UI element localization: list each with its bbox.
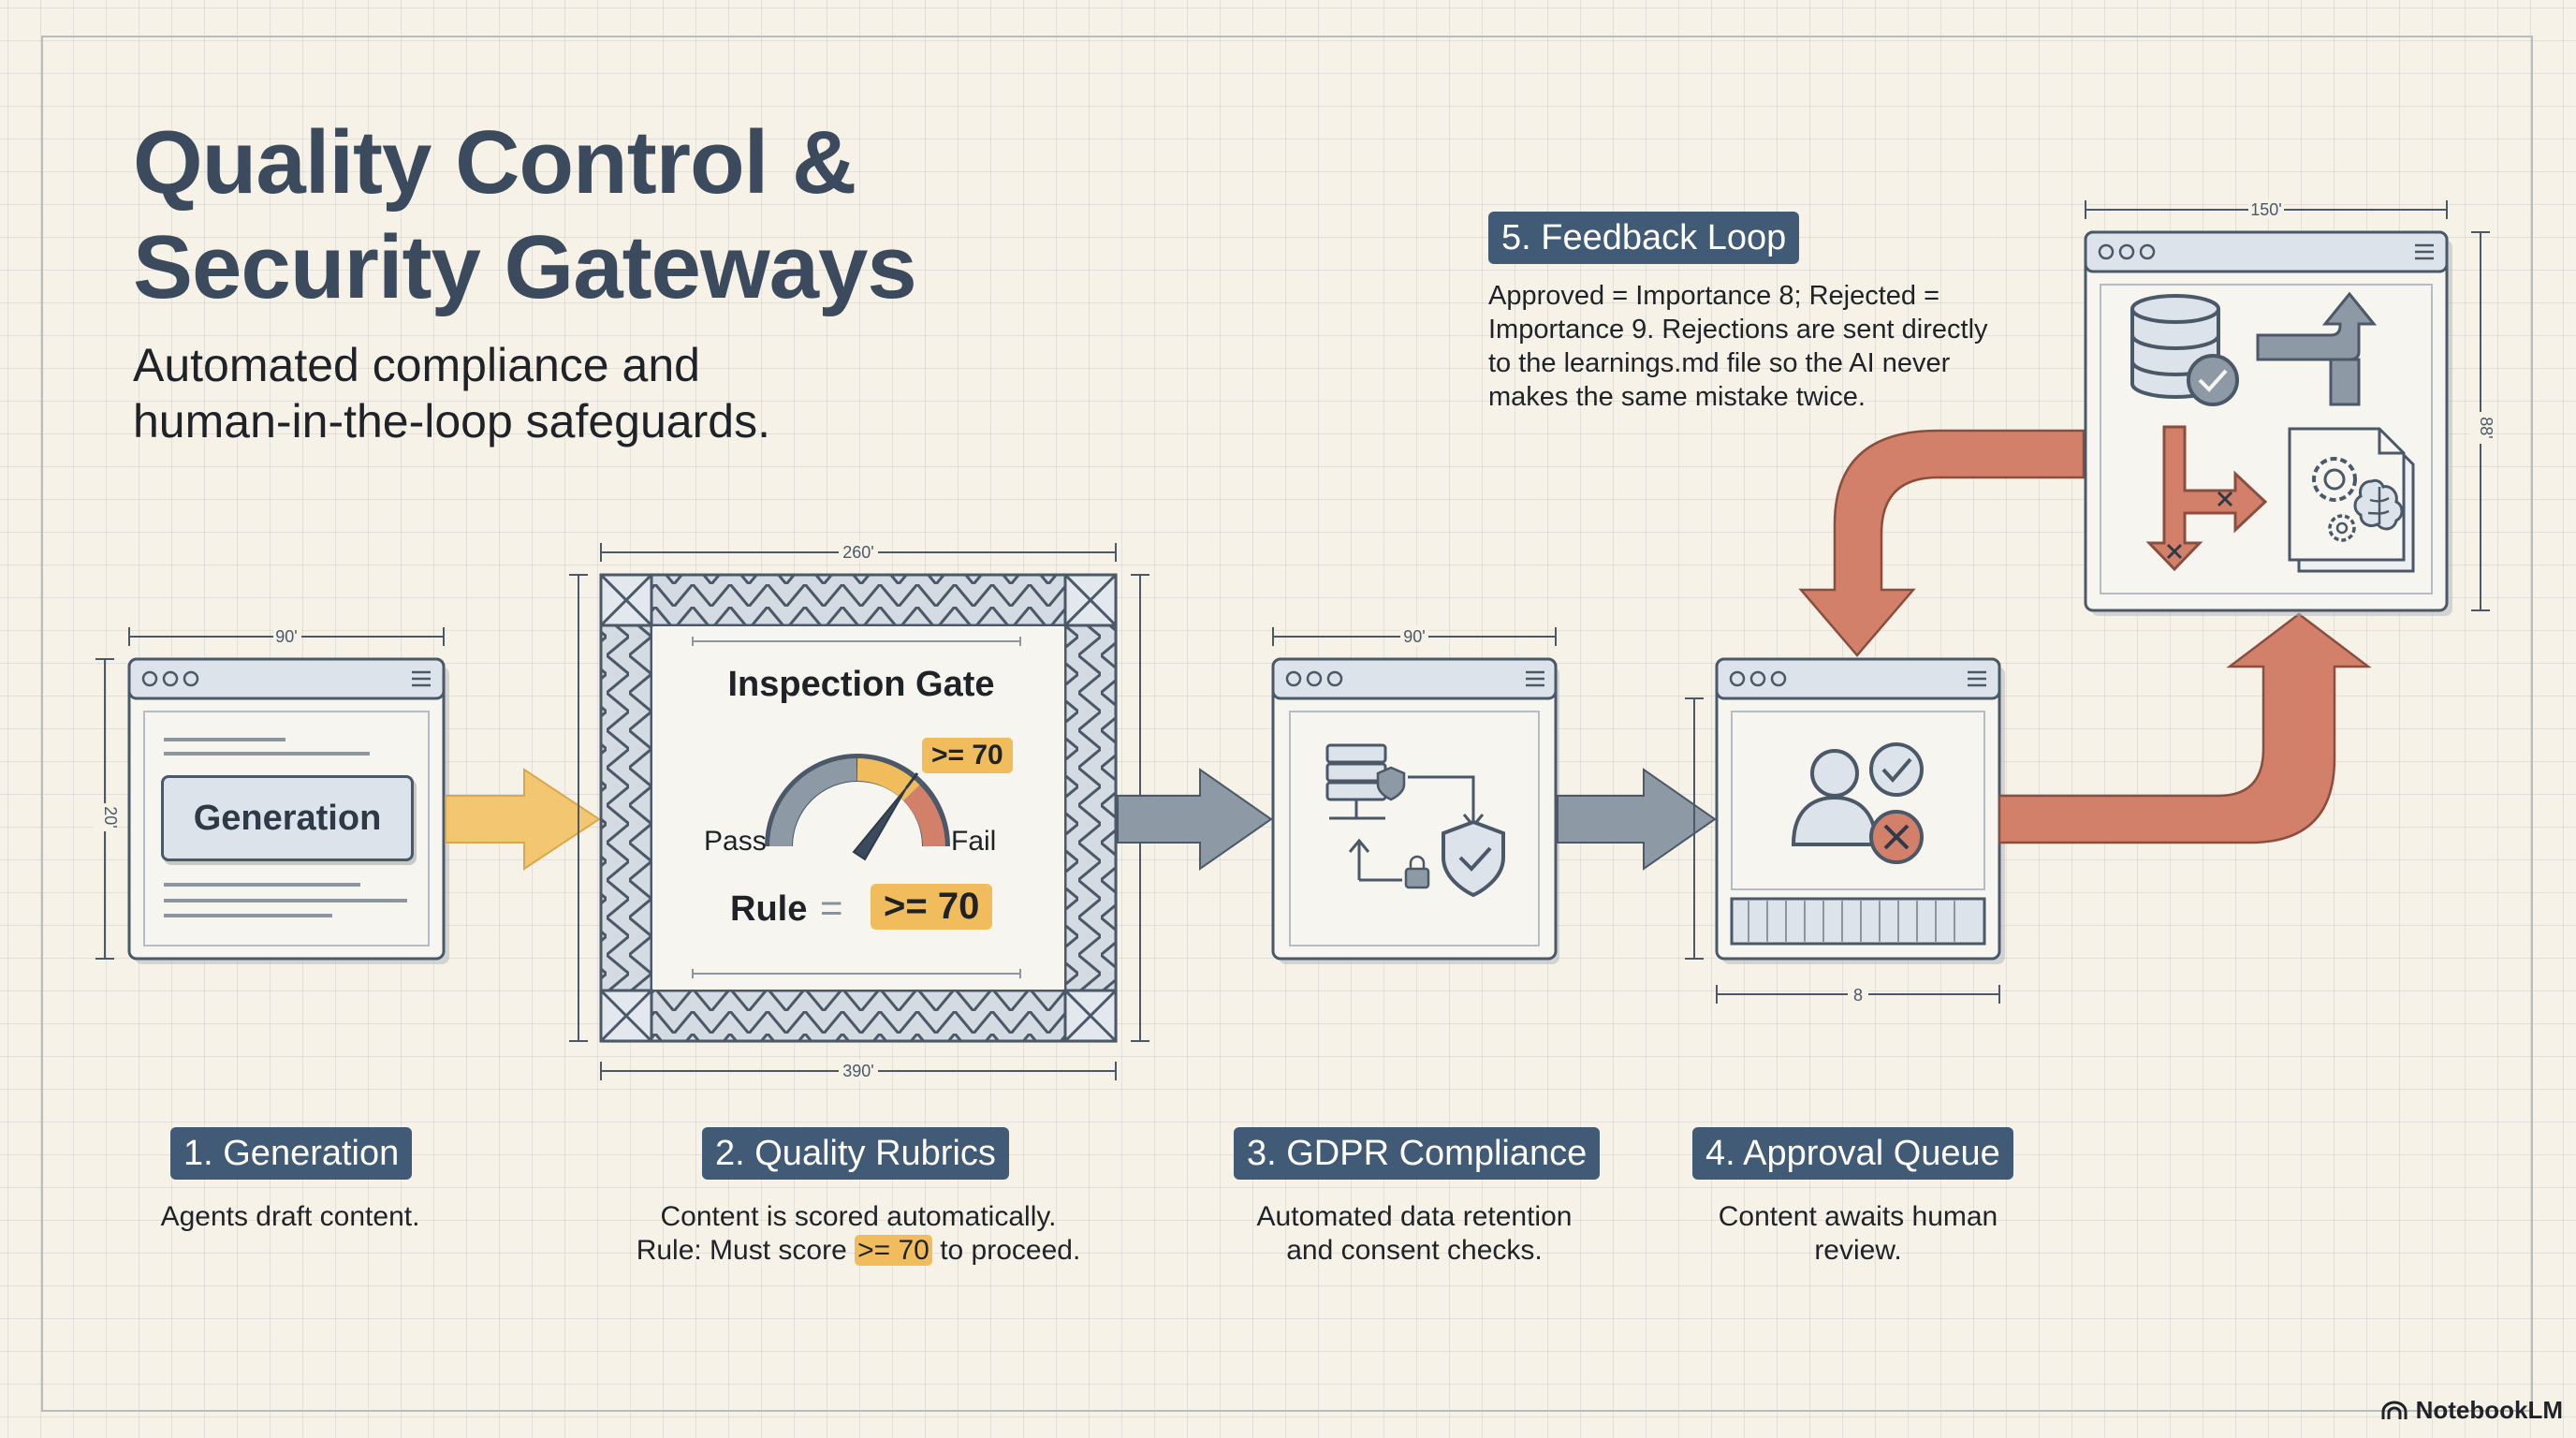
step-5-label: 5. Feedback Loop — [1488, 212, 1800, 264]
gdpr-window — [1271, 657, 1559, 964]
step-2-threshold-highlight: >= 70 — [855, 1235, 932, 1266]
user-check-reject-icon — [1791, 742, 1924, 864]
step-3-label: 3. GDPR Compliance — [1234, 1127, 1601, 1180]
feedback-desc-line-4: makes the same mistake twice. — [1488, 382, 1866, 412]
brand-watermark: NotebookLM — [2380, 1396, 2563, 1425]
subtitle-line-2: human-in-the-loop safeguards. — [133, 395, 770, 448]
inspection-gate-title: Inspection Gate — [727, 665, 995, 704]
gear-brain-doc-icon — [2288, 427, 2415, 573]
step-4-label: 4. Approval Queue — [1692, 1127, 2013, 1180]
lock-icon — [1404, 855, 1430, 889]
page-title: Quality Control & Security Gateways — [133, 110, 917, 320]
feedback-desc: Approved = Importance 8; Rejected = Impo… — [1488, 279, 2050, 414]
brand-name: NotebookLM — [2415, 1396, 2563, 1424]
feedback-desc-line-2: Importance 9. Rejections are sent direct… — [1488, 315, 1988, 345]
inspection-gate-frame — [599, 573, 1118, 1043]
generation-height-dim: 20' — [101, 806, 120, 828]
arrow-gdpr-to-approval — [1557, 768, 1717, 871]
rule-label: Rule — [730, 889, 808, 929]
gate-dimensions: 260' 390' — [569, 541, 1149, 1080]
gdpr-width-dim: 90' — [1403, 627, 1425, 646]
step-2-desc-line-2: Rule: Must score >= 70 to proceed. — [578, 1234, 1139, 1268]
generation-width-dim: 90' — [275, 627, 297, 646]
page-frame — [41, 36, 2533, 1412]
page-subtitle: Automated compliance and human-in-the-lo… — [133, 337, 770, 449]
database-check-icon — [2130, 294, 2239, 406]
step-1-desc-line-1: Agents draft content. — [160, 1201, 420, 1232]
step-4-desc-line-1: Content awaits human — [1718, 1201, 1998, 1232]
step-2-desc-pre: Rule: Must score — [636, 1235, 856, 1266]
step-2-desc-line-1: Content is scored automatically. — [660, 1201, 1057, 1232]
feedback-dimensions: 150' 88' — [2085, 198, 2496, 611]
redirect-arrow-icon — [2256, 291, 2378, 406]
feedback-width-dim: 150' — [2250, 200, 2281, 219]
gdpr-dimensions: 90' — [1272, 625, 1557, 646]
generation-dimensions: 90' 20' — [94, 625, 445, 960]
step-3-desc: Automated data retention and consent che… — [1180, 1200, 1648, 1268]
gauge-threshold-badge: >= 70 — [922, 738, 1013, 773]
step-4-desc-line-2: review. — [1814, 1235, 1902, 1266]
score-gauge-icon — [765, 753, 951, 861]
rule-equals-sign: = — [820, 886, 843, 930]
approval-dimensions: 8 — [1685, 697, 2000, 1005]
step-2-desc-post: to proceed. — [931, 1235, 1081, 1266]
feedback-desc-line-1: Approved = Importance 8; Rejected = — [1488, 281, 1940, 311]
gauge-fail-label: Fail — [951, 826, 997, 857]
step-3-desc-line-2: and consent checks. — [1286, 1235, 1543, 1266]
feedback-height-dim: 88' — [2477, 417, 2496, 438]
gauge-pass-label: Pass — [704, 826, 767, 857]
arrow-gate-to-gdpr — [1117, 768, 1273, 871]
step-1-label: 1. Generation — [170, 1127, 413, 1180]
server-shield-icon — [1325, 743, 1505, 898]
subtitle-line-1: Automated compliance and — [133, 339, 700, 391]
generation-button[interactable]: Generation — [161, 775, 414, 861]
reject-arrow-icon — [2145, 425, 2268, 572]
step-2-label: 2. Quality Rubrics — [702, 1127, 1009, 1180]
arrow-generation-to-gate — [445, 768, 601, 871]
step-4-desc: Content awaits human review. — [1624, 1200, 2092, 1268]
feedback-loop-arrows — [1798, 429, 2372, 844]
notebooklm-logo-icon — [2381, 1401, 2408, 1419]
gate-top-dim: 260' — [842, 543, 873, 562]
step-3-desc-line-1: Automated data retention — [1256, 1201, 1573, 1232]
step-2-desc: Content is scored automatically. Rule: M… — [578, 1200, 1139, 1268]
gate-bottom-dim: 390' — [842, 1062, 873, 1080]
title-line-2: Security Gateways — [133, 217, 917, 317]
title-line-1: Quality Control & — [133, 112, 856, 213]
feedback-desc-line-3: to the learnings.md file so the AI never — [1488, 348, 1951, 378]
approval-width-dim: 8 — [1853, 986, 1863, 1005]
rule-value-badge: >= 70 — [871, 884, 993, 930]
step-1-desc: Agents draft content. — [103, 1200, 477, 1234]
